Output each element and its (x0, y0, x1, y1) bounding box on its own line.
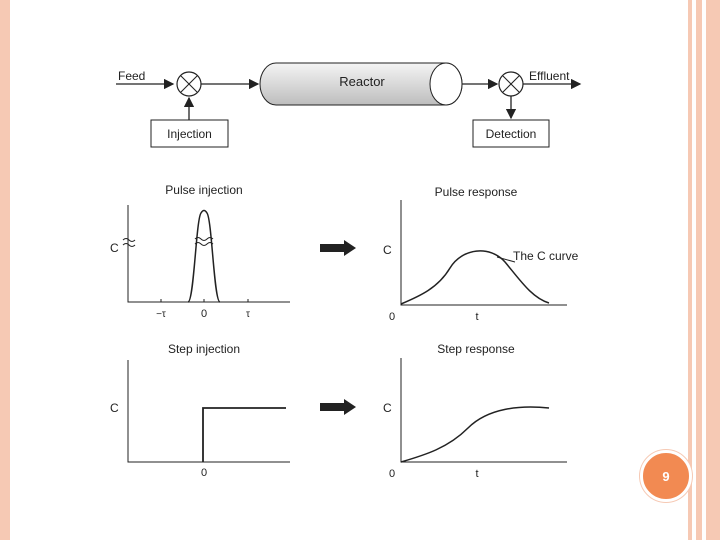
slide-right-stripe (696, 0, 702, 540)
transform-arrow-icon (320, 240, 356, 256)
pulse-response-origin: 0 (389, 311, 395, 323)
transform-arrow-icon (320, 399, 356, 415)
reactor-cylinder (259, 62, 463, 106)
pulse-response-axes (400, 200, 567, 306)
step-injection-ylabel: C (110, 401, 119, 415)
detector-icon (498, 71, 524, 97)
pulse-response-title: Pulse response (435, 185, 518, 199)
pulse-tick-pos-label: τ (246, 309, 250, 320)
slide-right-stripe (706, 0, 720, 540)
slide-left-border (0, 0, 10, 540)
axis-break-icon (122, 238, 136, 247)
page-number-badge: 9 (640, 450, 692, 502)
pulse-tick-zero-label: 0 (201, 308, 207, 320)
pulse-injection-title: Pulse injection (165, 183, 242, 197)
step-response-xlabel: t (475, 468, 478, 480)
pulse-injection-curve (187, 209, 221, 303)
step-response-ylabel: C (383, 401, 392, 415)
step-response-axes (400, 358, 567, 463)
step-response-title: Step response (437, 342, 515, 356)
f-curve (400, 406, 550, 463)
step-injection-title: Step injection (168, 342, 240, 356)
annotation-leader-line (496, 256, 516, 263)
detection-box (472, 119, 550, 148)
pulse-injection-axes (127, 205, 290, 303)
step-injection-axes (127, 360, 290, 463)
pulse-response-xlabel: t (475, 311, 478, 323)
reactor-label: Reactor (339, 74, 385, 89)
slide-right-stripe (688, 0, 692, 540)
mixer-icon (176, 71, 202, 97)
detection-label: Detection (486, 127, 537, 141)
c-curve-annotation: The C curve (513, 249, 579, 263)
pulse-response-ylabel: C (383, 243, 392, 257)
c-curve (400, 250, 550, 305)
effluent-label: Effluent (529, 69, 570, 83)
injection-box (150, 119, 229, 148)
pulse-tick-neg-label: −τ (156, 309, 166, 320)
injection-label: Injection (167, 127, 212, 141)
step-tick-zero-label: 0 (201, 467, 207, 479)
step-injection-curve (202, 407, 286, 462)
pulse-injection-ylabel: C (110, 241, 119, 255)
peak-break-icon (194, 237, 214, 246)
feed-label: Feed (118, 69, 145, 83)
step-response-origin: 0 (389, 468, 395, 480)
